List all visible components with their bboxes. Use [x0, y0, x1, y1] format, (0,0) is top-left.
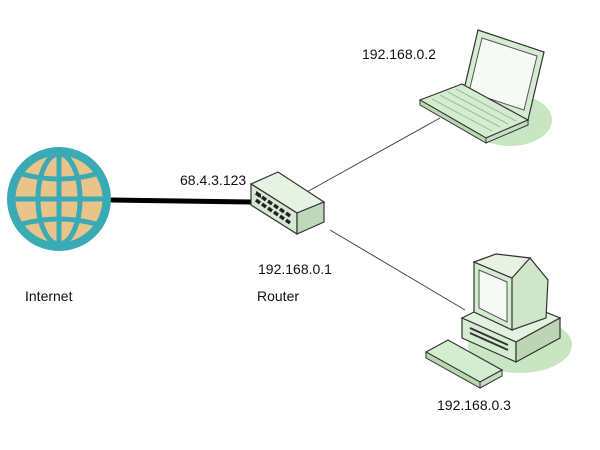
- lan-link-desktop: [329, 229, 466, 311]
- router-icon: [249, 171, 326, 236]
- lan-link-laptop: [304, 117, 441, 194]
- laptop-icon: [418, 29, 552, 146]
- router-lan-ip: 192.168.0.1: [258, 261, 332, 277]
- desktop-icon: [424, 253, 572, 389]
- internet-label: Internet: [25, 288, 73, 304]
- router-label: Router: [257, 288, 300, 304]
- desktop-ip: 192.168.0.3: [437, 397, 511, 413]
- globe-icon: [7, 147, 111, 251]
- wan-link: [109, 197, 253, 205]
- laptop-ip: 192.168.0.2: [362, 46, 436, 62]
- router-wan-ip: 68.4.3.123: [180, 172, 247, 188]
